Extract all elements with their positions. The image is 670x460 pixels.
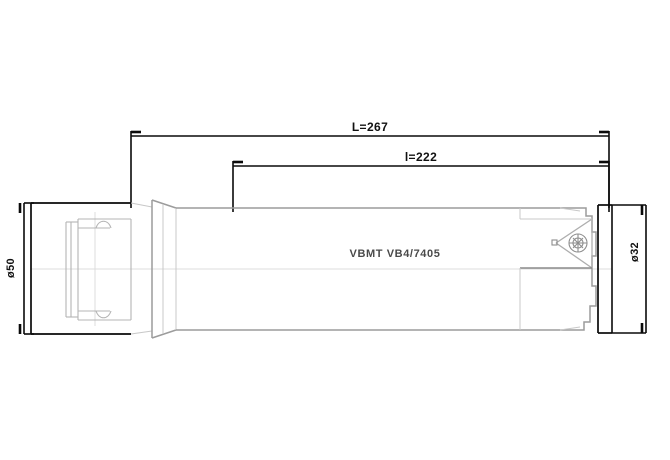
flange-collar [151, 199, 177, 339]
dimension-body-diameter [611, 204, 647, 334]
projection-length-label: l=222 [405, 150, 437, 164]
cutting-head [519, 204, 612, 334]
tapered-shank [30, 202, 153, 335]
cylindrical-body [176, 207, 581, 331]
dimension-projection-length [232, 160, 610, 212]
insert-designation-label: VBMT VB4/7405 [350, 248, 441, 260]
dimension-overall-length [130, 130, 610, 208]
overall-length-label: L=267 [352, 120, 388, 134]
body-diameter-label: ø32 [629, 242, 641, 262]
shank-diameter-label: ø50 [5, 258, 17, 278]
centerlines [31, 212, 612, 326]
dimension-shank-diameter [18, 202, 34, 335]
